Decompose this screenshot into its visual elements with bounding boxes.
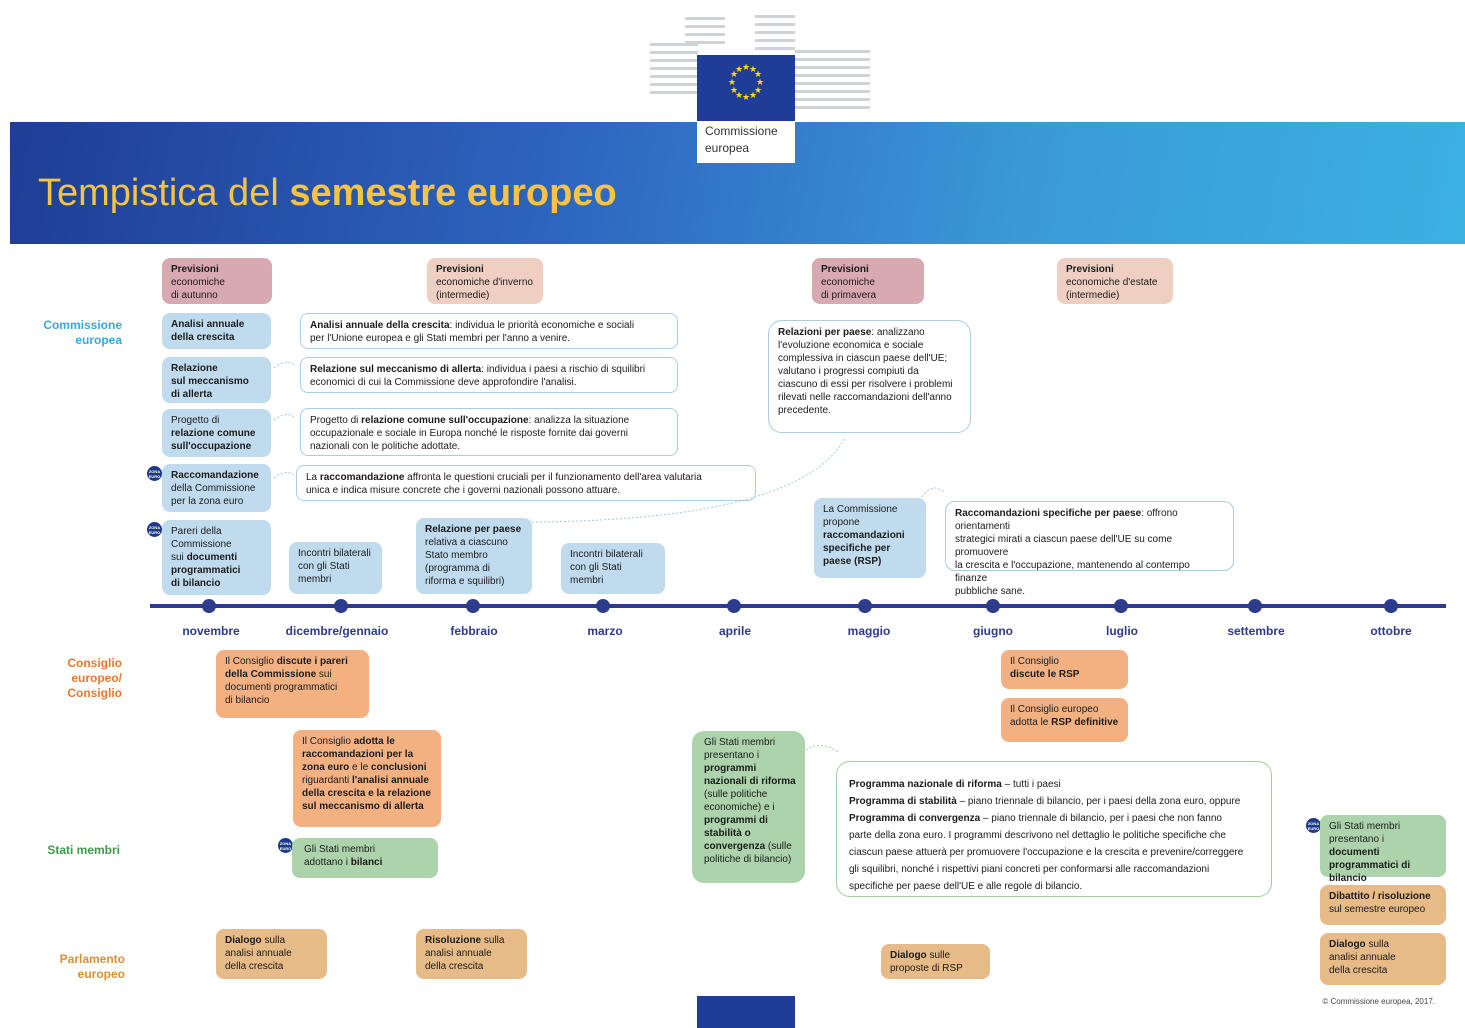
timeline-line — [150, 604, 1446, 608]
month-label: settembre — [1227, 624, 1285, 638]
svg-text:★: ★ — [728, 78, 736, 88]
footer-blue-block — [697, 996, 795, 1028]
svg-text:★: ★ — [735, 91, 743, 101]
ec-logo: ★★★★★★ ★★★★★★ Commissione europea — [697, 55, 795, 163]
timeline-dot-novembre — [202, 599, 216, 613]
desc-amr: Relazione sul meccanismo di allerta: ind… — [300, 357, 678, 393]
timeline-dot-giugno — [986, 599, 1000, 613]
timeline-dot-febbraio — [466, 599, 480, 613]
title-part-1: Tempistica del — [38, 172, 290, 214]
logo-text-line1: Commissione — [705, 124, 778, 138]
member-states-draft-budget-plans: Gli Stati membri presentano i documenti … — [1320, 815, 1446, 884]
svg-text:★: ★ — [735, 65, 743, 75]
timeline-dot-aprile — [727, 599, 741, 613]
council-adopt-recommendations: Il Consiglio adotta le raccomandazioni p… — [293, 730, 441, 827]
title-part-2: semestre europeo — [289, 172, 617, 214]
timeline-dot-dicembre — [334, 599, 348, 613]
desc-recommendation: La raccomandazione affronta le questioni… — [296, 465, 756, 501]
svg-text:★: ★ — [730, 70, 738, 80]
desc-country-reports: Relazioni per paese: analizzano l'evoluz… — [768, 320, 971, 433]
desc-jer: Progetto di relazione comune sull'occupa… — [300, 408, 678, 456]
berlaymont-building-graphic — [650, 15, 870, 109]
page-title: Tempistica del semestre europeo — [38, 172, 617, 215]
eu-flag: ★★★★★★ ★★★★★★ — [697, 55, 795, 121]
month-label: aprile — [718, 624, 752, 638]
svg-text:★: ★ — [742, 63, 750, 73]
svg-text:★: ★ — [754, 86, 762, 96]
logo-text-line2: europea — [705, 141, 750, 155]
timeline-dot-ottobre — [1384, 599, 1398, 613]
copyright-notice: © Commissione europea, 2017. — [1322, 997, 1435, 1006]
month-label: novembre — [182, 624, 240, 638]
timeline-dot-luglio — [1114, 599, 1128, 613]
svg-text:★: ★ — [749, 65, 757, 75]
month-label: febbraio — [450, 624, 498, 638]
month-label: dicembre/gennaio — [285, 624, 389, 638]
desc-csr: Raccomandazioni specifiche per paese: of… — [945, 501, 1234, 597]
month-label: maggio — [847, 624, 891, 638]
timeline-dot-maggio — [858, 599, 872, 613]
month-label: marzo — [587, 624, 623, 638]
desc-programmes: Programma nazionale di riforma – tutti i… — [836, 761, 1272, 897]
svg-text:★: ★ — [742, 93, 750, 103]
month-label: luglio — [1106, 624, 1138, 638]
svg-text:★: ★ — [756, 78, 764, 88]
eu-stars-icon: ★★★★★★ ★★★★★★ — [728, 63, 764, 103]
month-label: giugno — [973, 624, 1013, 638]
timeline-dot-marzo — [596, 599, 610, 613]
label-member-states: Stati membri — [47, 843, 120, 857]
council-discuss-opinions: Il Consiglio discute i pareri della Comm… — [216, 650, 369, 718]
svg-text:★: ★ — [730, 86, 738, 96]
svg-text:★: ★ — [754, 70, 762, 80]
timeline-dot-settembre — [1248, 599, 1262, 613]
month-label: ottobre — [1370, 624, 1412, 638]
svg-text:★: ★ — [749, 91, 757, 101]
desc-ags: Analisi annuale della crescita: individu… — [300, 313, 678, 349]
